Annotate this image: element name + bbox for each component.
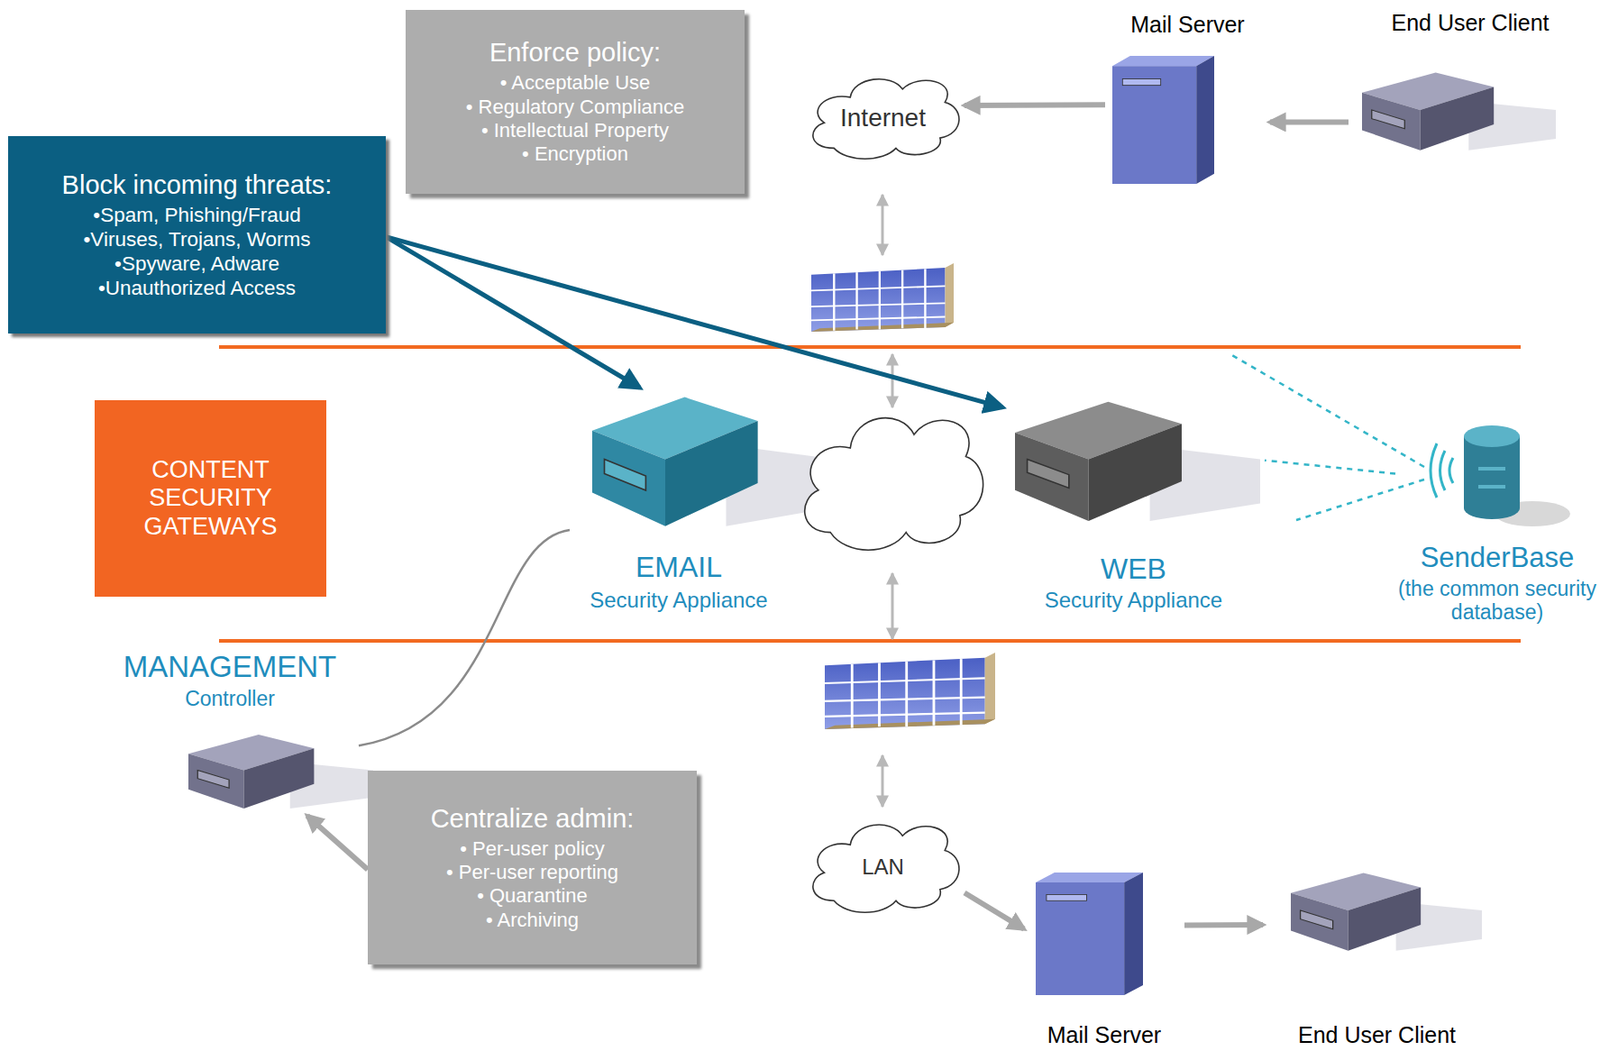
flow-arrow xyxy=(964,101,1106,109)
threat-arrow xyxy=(385,237,640,388)
flow-arrow xyxy=(307,815,368,870)
cloud-shape xyxy=(813,79,960,160)
data-link xyxy=(1264,460,1396,475)
web-appliance-icon xyxy=(1014,402,1261,522)
database-icon xyxy=(1449,457,1454,484)
firewall-link xyxy=(881,194,885,256)
flow-arrow xyxy=(1270,118,1349,125)
lan-cloud: LAN xyxy=(801,811,965,924)
node-title: EMAIL xyxy=(569,549,788,585)
threat-box: Block incoming threats:•Spam, Phishing/F… xyxy=(8,136,386,334)
node-text: • Per-user reporting xyxy=(446,860,619,885)
node-title: Block incoming threats: xyxy=(62,169,333,202)
cloud-shape xyxy=(804,79,984,914)
client-icon xyxy=(188,734,374,809)
end-user-client: End User Client xyxy=(1262,860,1491,1055)
mail-server: Mail Server xyxy=(1024,869,1185,1055)
node-title: End User Client xyxy=(1348,9,1592,37)
firewall-icon xyxy=(811,263,954,332)
node-text: •Spam, Phishing/Fraud xyxy=(92,202,302,228)
admin-box: Centralize admin:• Per-user policy• Per-… xyxy=(367,770,697,965)
client-icon xyxy=(1362,72,1556,150)
node-title: Internet xyxy=(840,102,926,134)
node-text: (the common security database) xyxy=(1395,576,1600,625)
node-title: LAN xyxy=(861,854,905,881)
node-title: Mail Server xyxy=(1024,1021,1185,1049)
client-icon xyxy=(1290,872,1482,951)
zone-divider xyxy=(219,347,1521,641)
node-title: MANAGEMENT xyxy=(100,649,359,686)
node-text: •Spyware, Adware xyxy=(114,251,280,276)
node-text: Security Appliance xyxy=(1002,587,1265,614)
database-icon xyxy=(1430,443,1454,498)
database-icon xyxy=(1440,450,1446,491)
node-text: •Unauthorized Access xyxy=(98,275,296,301)
flow-arrow xyxy=(964,893,1024,930)
end-user-client: End User Client xyxy=(1348,9,1592,158)
senderbase-db: SenderBase(the common security database) xyxy=(1395,421,1600,630)
node-title: Mail Server xyxy=(1105,10,1271,38)
web-appliance: WEBSecurity Appliance xyxy=(1002,393,1265,618)
server-icon xyxy=(1112,55,1215,184)
flow-arrow xyxy=(358,530,570,746)
policy-box: Enforce policy:• Acceptable Use• Regulat… xyxy=(405,9,745,194)
node-text: • Encryption xyxy=(521,142,629,166)
server-icon xyxy=(1035,55,1215,996)
node-text: Security Appliance xyxy=(569,587,788,614)
database-icon xyxy=(1430,425,1571,527)
email-appliance-icon xyxy=(592,397,836,527)
zone-divider xyxy=(219,639,1521,643)
database-icon xyxy=(1430,443,1437,498)
node-text: • Archiving xyxy=(485,908,579,933)
firewall-link xyxy=(891,354,895,408)
server-icon xyxy=(1035,872,1143,996)
cloud-shape xyxy=(813,824,960,913)
node-text: Controller xyxy=(100,686,359,713)
node-text: • Regulatory Compliance xyxy=(466,95,685,119)
email-appliance: EMAILSecurity Appliance xyxy=(569,387,788,618)
node-text: • Intellectual Property xyxy=(481,118,669,143)
node-title: Centralize admin: xyxy=(430,803,635,835)
node-title: CONTENT SECURITY GATEWAYS xyxy=(110,456,311,540)
database-icon xyxy=(1463,436,1520,520)
database-icon xyxy=(1478,468,1506,487)
node-title: Enforce policy: xyxy=(489,36,661,69)
node-text: • Acceptable Use xyxy=(500,71,651,95)
database-icon xyxy=(1463,425,1520,448)
firewall-link xyxy=(881,755,885,807)
node-title: End User Client xyxy=(1262,1021,1491,1049)
node-title: SenderBase xyxy=(1395,540,1600,575)
senderbase-signal xyxy=(1230,354,1425,467)
node-text: • Per-user policy xyxy=(459,837,605,861)
node-text: •Viruses, Trojans, Worms xyxy=(82,227,311,252)
flow-arrow xyxy=(1184,922,1263,929)
management-controller: MANAGEMENTController xyxy=(100,649,359,816)
firewall-icon xyxy=(824,652,996,730)
cloud-shape xyxy=(804,418,984,551)
mail-server: Mail Server xyxy=(1105,10,1271,185)
firewall-link xyxy=(891,573,895,640)
zone-label: CONTENT SECURITY GATEWAYS xyxy=(94,400,327,597)
node-text: • Quarantine xyxy=(476,884,588,908)
zone-divider xyxy=(219,345,1521,349)
internet-cloud: Internet xyxy=(801,66,965,169)
node-title: WEB xyxy=(1002,551,1265,586)
threat-arrow xyxy=(385,237,1003,408)
senderbase-signal xyxy=(1296,479,1425,521)
